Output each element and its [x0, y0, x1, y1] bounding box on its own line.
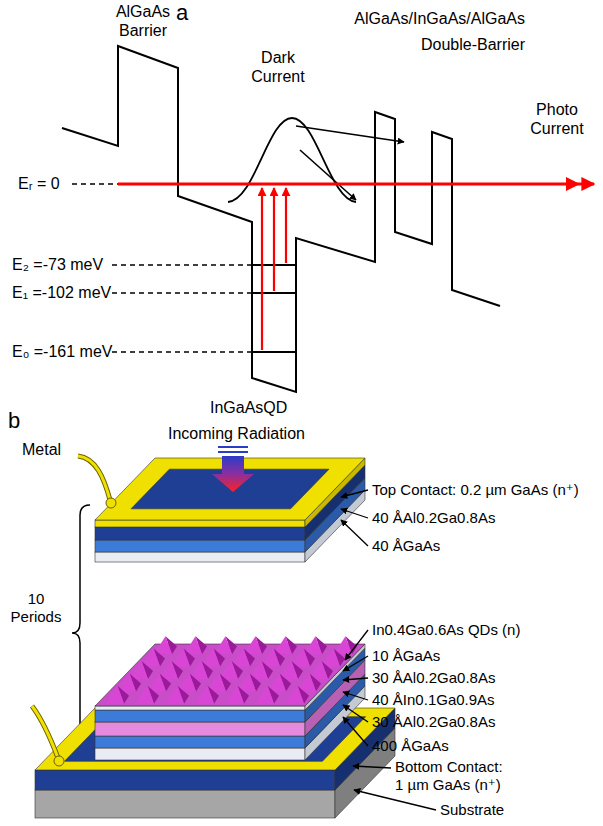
- layer-front: [95, 520, 305, 527]
- leader-arrow: [343, 692, 368, 700]
- dot-facet: [106, 686, 124, 704]
- layer-label: In0.4Ga0.6As QDs (n): [372, 621, 520, 639]
- leader-arrow: [345, 630, 368, 660]
- layer-label: Top Contact: 0.2 µm GaAs (n⁺): [372, 481, 579, 499]
- leader-arrow: [341, 490, 368, 497]
- layer-label: 40 ÅAl0.2Ga0.8As: [372, 509, 495, 527]
- leader-arrow: [343, 705, 368, 722]
- absorption-arrow: [285, 188, 287, 263]
- conduction-band: [62, 46, 500, 392]
- panel-letter: b: [8, 408, 20, 434]
- leader-arrow: [341, 509, 368, 518]
- layer-front: [95, 540, 305, 552]
- radiation-label: Incoming Radiation: [168, 424, 305, 443]
- current-label: Dark Current: [248, 48, 308, 86]
- figure-part: [212, 456, 254, 492]
- absorption-arrow: [261, 188, 263, 350]
- layer-front: [95, 748, 305, 760]
- dot-facet: [166, 686, 184, 704]
- dot-facet: [136, 686, 154, 704]
- energy-label: Eᵣ = 0: [18, 174, 60, 193]
- figure-part: [218, 446, 248, 448]
- photo-current-arrow: [118, 183, 594, 186]
- figure-part: [106, 498, 116, 508]
- layer-label: Bottom Contact: 1 µm GaAs (n⁺): [395, 758, 509, 794]
- level-line: [252, 351, 296, 353]
- layer-label: 30 ÅAl0.2Ga0.8As: [372, 713, 495, 731]
- layer-label: 400 ÅGaAs: [372, 737, 449, 755]
- period-label: 10 Periods: [6, 590, 66, 626]
- leader-arrow: [341, 520, 368, 546]
- layer-front: [95, 736, 305, 748]
- layer-front: [95, 722, 305, 736]
- device-stack: [35, 458, 395, 818]
- layer-front: [35, 790, 335, 818]
- dot-facet: [226, 686, 244, 704]
- dot-facet: [286, 686, 304, 704]
- dark-arrow: [296, 126, 404, 142]
- dot-label: InGaAsQD: [210, 398, 287, 417]
- energy-label: E₂ =-73 meV: [12, 255, 103, 274]
- photo-current-head: [566, 177, 580, 191]
- figure-part: [78, 456, 110, 500]
- leader-arrow: [343, 678, 368, 680]
- level-dash: [112, 264, 252, 266]
- layer-label: 40 ÅIn0.1Ga0.9As: [372, 691, 495, 709]
- figure-part: [218, 451, 248, 453]
- level-dash: [112, 292, 252, 294]
- layer-label: 40 ÅGaAs: [372, 537, 440, 555]
- dark-current-curve: [228, 118, 356, 202]
- energy-label: E₀ =-161 meV: [12, 342, 112, 361]
- figure-part: [54, 756, 64, 766]
- leader-arrow: [353, 766, 391, 768]
- dot-facet: [256, 686, 274, 704]
- leader-arrow: [343, 717, 368, 746]
- absorption-arrow: [273, 188, 275, 291]
- layer-label: Substrate: [440, 801, 504, 819]
- layer-front: [95, 706, 305, 710]
- layer-front: [95, 552, 305, 562]
- level-dash: [112, 351, 252, 353]
- layer-front: [35, 770, 335, 790]
- layer-label: 30 ÅAl0.2Ga0.8As: [372, 669, 495, 687]
- layer-front: [95, 710, 305, 722]
- layer-label: AlGaAs Barrier: [108, 2, 178, 40]
- current-label: Photo Current: [522, 100, 592, 138]
- energy-label: E₁ =-102 meV: [12, 283, 111, 302]
- leader-arrow: [343, 656, 368, 671]
- panel-letter: a: [176, 0, 188, 26]
- dark-arrow: [300, 150, 356, 200]
- layer-label: 10 ÅGaAs: [372, 647, 440, 665]
- dot-facet: [196, 686, 214, 704]
- metal-label: Metal: [22, 440, 61, 459]
- fermi-dash: [72, 183, 118, 185]
- band-diagram: [62, 46, 594, 392]
- radiation-arrow: [212, 447, 254, 492]
- layer-front: [95, 527, 305, 540]
- level-line: [252, 292, 296, 294]
- figure-part: [32, 706, 58, 758]
- layer-label: AlGaAs/InGaAs/AlGaAs Double-Barrier: [325, 6, 525, 57]
- figure-part: [32, 706, 58, 758]
- figure-part: [78, 456, 110, 500]
